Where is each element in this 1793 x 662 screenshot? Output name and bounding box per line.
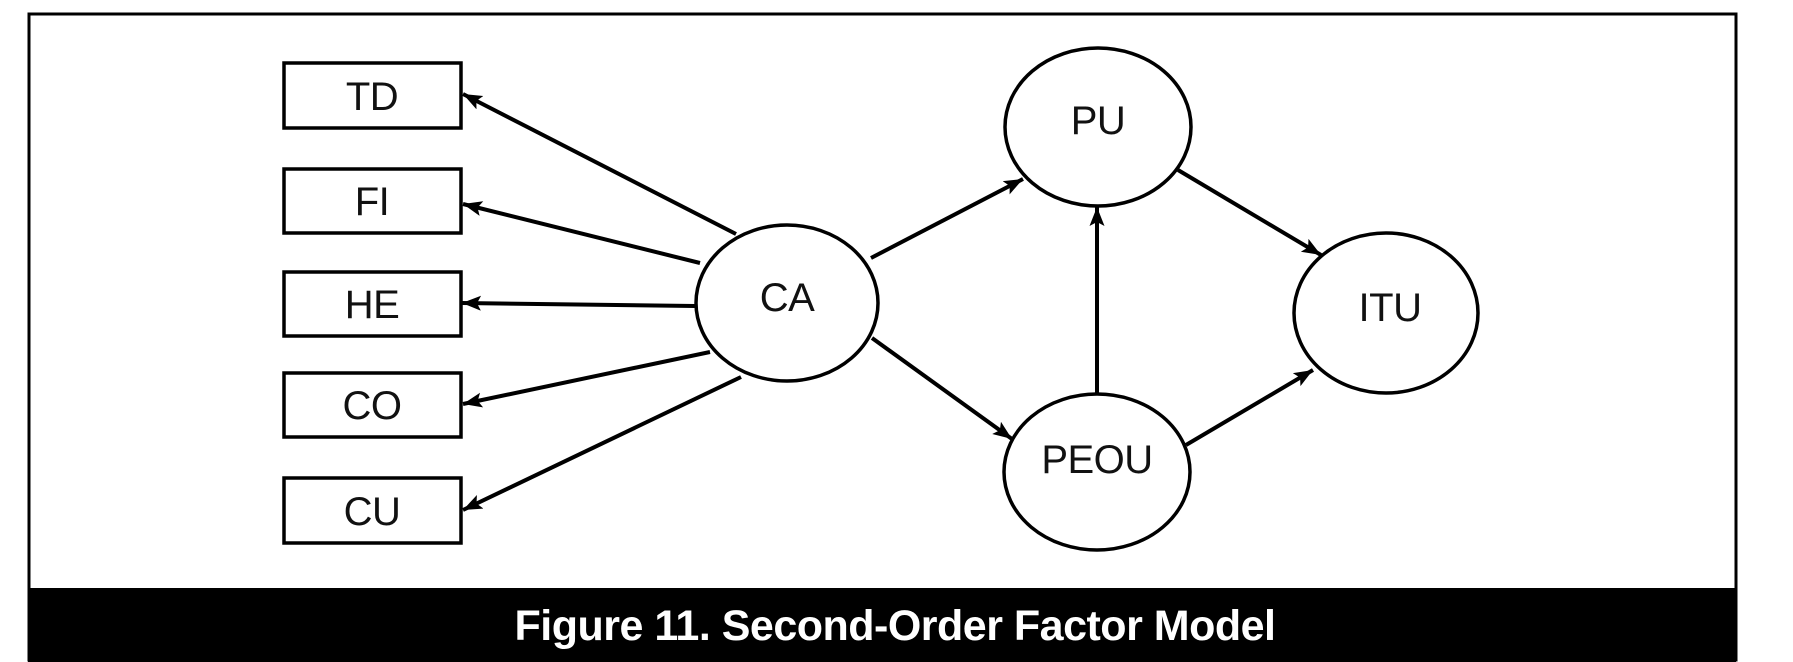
- node-peou-ellipse: [1002, 392, 1192, 552]
- node-pu-label: PU: [1071, 99, 1126, 143]
- edge-ca-cu: [462, 375, 742, 512]
- edge-ca-peou: [870, 336, 1014, 441]
- indicator-boxes: [282, 61, 463, 545]
- node-co-label: CO: [343, 384, 402, 428]
- edge-ca-pu: [870, 177, 1024, 260]
- node-he-label: HE: [345, 283, 400, 327]
- edge-ca-he: [461, 295, 696, 311]
- node-td-label: TD: [346, 75, 398, 119]
- node-itu-label: ITU: [1359, 286, 1422, 330]
- node-cu-label: CU: [344, 490, 401, 534]
- node-fi-label: FI: [355, 180, 390, 224]
- node-cu-box: [282, 476, 463, 545]
- node-td-box: [282, 61, 463, 130]
- node-he-box: [282, 270, 463, 338]
- node-itu-ellipse: [1292, 231, 1480, 395]
- node-pu-ellipse: [1003, 46, 1193, 208]
- node-ca-label: CA: [760, 276, 815, 320]
- node-ca-ellipse: [694, 223, 880, 383]
- edge-peou-itu: [1184, 368, 1315, 447]
- factor-ellipses: [694, 46, 1480, 552]
- node-labels: TD FI HE CO CU CA PU PEOU ITU: [343, 75, 1422, 534]
- edge-ca-co: [462, 350, 711, 408]
- node-peou-label: PEOU: [1041, 438, 1152, 482]
- node-fi-box: [282, 167, 463, 235]
- node-co-box: [282, 371, 463, 439]
- edge-pu-itu: [1176, 168, 1323, 257]
- edge-ca-td: [462, 92, 737, 236]
- figure-caption: Figure 11. Second-Order Factor Model: [515, 602, 1276, 650]
- figure-caption-bar: [28, 588, 1736, 662]
- edges: [461, 92, 1323, 512]
- edge-ca-fi: [462, 201, 701, 265]
